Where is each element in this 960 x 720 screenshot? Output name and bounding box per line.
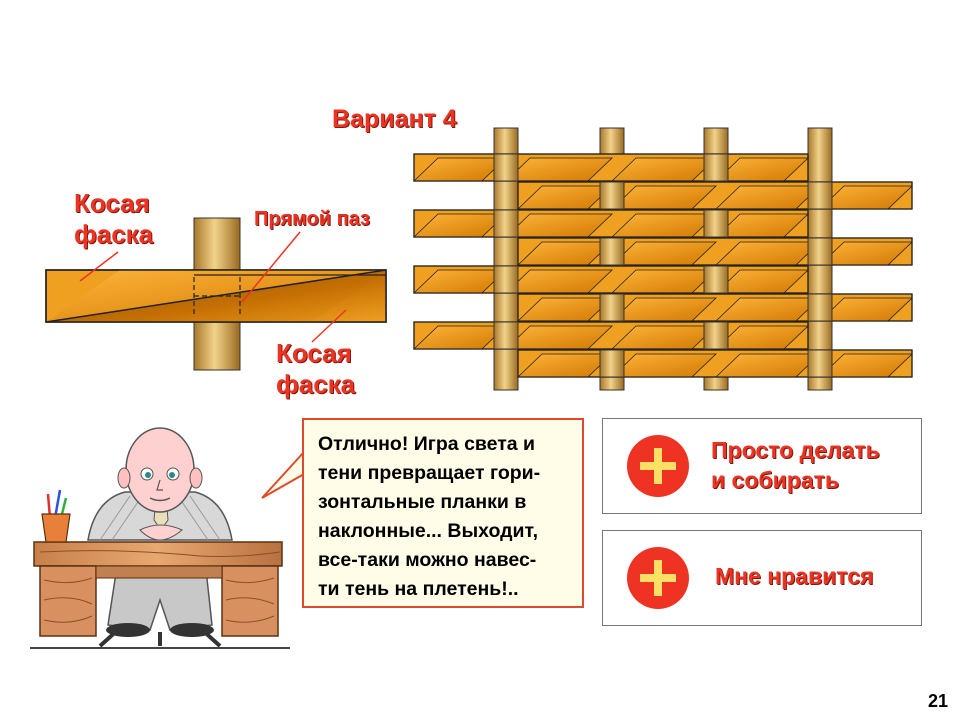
fence-plank: [517, 181, 913, 210]
fence-post-overlap: [599, 293, 625, 322]
detail-diagram: [45, 217, 387, 371]
speech-bubble: Отлично! Игра света и тени превращает го…: [302, 418, 584, 608]
pro-text-like: Мне нравится: [715, 561, 873, 591]
fence-post-overlap: [599, 349, 625, 378]
cartoon-man-at-desk: [30, 427, 290, 649]
fence-plank: [413, 153, 809, 182]
detail-plank: [45, 269, 387, 323]
fence-post-overlap: [493, 321, 519, 350]
pro-text-easy-line1: Просто делать: [711, 437, 880, 463]
fence-plank: [413, 209, 809, 238]
pointer-bevel-bottom: [311, 309, 347, 343]
fence-post-overlap: [807, 293, 833, 322]
pro-box-like: Мне нравится: [602, 530, 922, 626]
woven-fence: [413, 127, 913, 391]
plus-icon: [627, 547, 689, 609]
fence-post-overlap: [703, 153, 729, 182]
variant-title: Вариант 4: [332, 105, 457, 133]
label-bevel-bottom: Косая фаска: [276, 338, 355, 400]
fence-post-overlap: [807, 237, 833, 266]
label-groove: Прямой паз: [254, 208, 370, 230]
label-bevel-top-line1: Косая: [74, 188, 150, 218]
pencil-cup-icon: [41, 489, 71, 543]
speech-line: зонтальные планки в: [318, 491, 527, 513]
fence-post-overlap: [493, 265, 519, 294]
pointer-groove: [241, 231, 301, 303]
speech-line: ти тень на плетень!..: [318, 578, 519, 600]
pro-text-easy-line2: и собирать: [711, 467, 839, 493]
label-bevel-bottom-line1: Косая: [276, 338, 352, 368]
fence-plank: [517, 293, 913, 322]
speech-line: тени превращает гори-: [318, 462, 541, 484]
fence-plank: [517, 237, 913, 266]
label-bevel-top-line2: фаска: [74, 219, 154, 249]
groove-outline: [193, 277, 241, 316]
fence-plank: [413, 265, 809, 294]
speech-line: Отлично! Игра света и: [318, 433, 536, 455]
fence-post-overlap: [599, 181, 625, 210]
page-number: 21: [927, 691, 948, 711]
fence-post-overlap: [807, 349, 833, 378]
fence-post-overlap: [703, 265, 729, 294]
pointer-bevel-top: [79, 251, 119, 282]
pro-text-like-line1: Мне нравится: [715, 563, 874, 589]
plus-icon: [627, 435, 689, 497]
speech-line: все-таки можно навес-: [318, 549, 537, 571]
pro-box-easy: Просто делать и собирать: [602, 418, 922, 514]
label-bevel-bottom-line2: фаска: [276, 369, 356, 399]
pro-text-easy: Просто делать и собирать: [711, 435, 880, 495]
fence-post-overlap: [493, 153, 519, 182]
fence-post-overlap: [493, 209, 519, 238]
speech-line: наклонные... Выходит,: [318, 520, 539, 542]
fence-post-overlap: [703, 321, 729, 350]
fence-plank: [517, 349, 913, 378]
fence-plank: [413, 321, 809, 350]
fence-post-overlap: [599, 237, 625, 266]
fence-post-overlap: [807, 181, 833, 210]
label-bevel-top: Косая фаска: [74, 188, 153, 250]
fence-post-overlap: [703, 209, 729, 238]
speech-bubble-tail: [261, 449, 305, 499]
